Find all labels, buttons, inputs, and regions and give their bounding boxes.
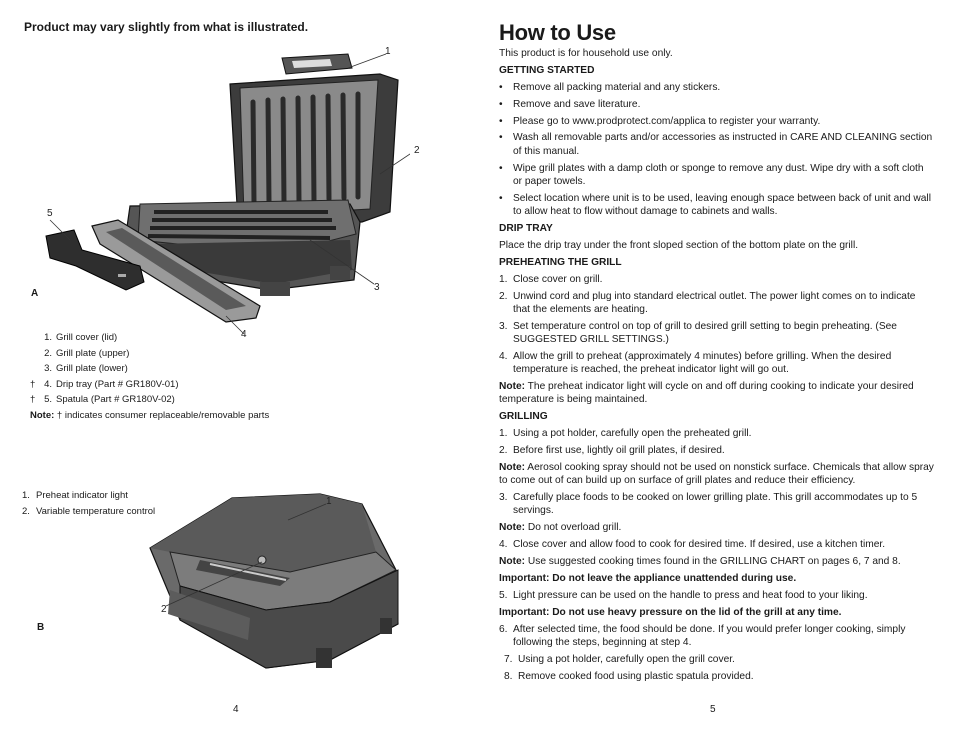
parts-list-item: †4.Drip tray (Part # GR180V-01) bbox=[30, 378, 179, 390]
list-item: 6.After selected time, the food should b… bbox=[499, 623, 906, 649]
figure-b-callout-1: 1 bbox=[326, 496, 332, 507]
grilling-note-aerosol: Note: Aerosol cooking spray should not b… bbox=[499, 462, 934, 487]
preheating-note: Note: The preheat indicator light will c… bbox=[499, 381, 914, 406]
section-heading-getting-started: GETTING STARTED bbox=[499, 64, 595, 76]
instructions-body: This product is for household use only. … bbox=[499, 47, 935, 687]
grilling-list: 1.Using a pot holder, carefully open the… bbox=[499, 427, 935, 457]
figure-a-callout-3: 3 bbox=[374, 282, 380, 293]
figure-a-callout-1: 1 bbox=[385, 46, 391, 57]
figure-a-letter: A bbox=[31, 288, 39, 299]
list-item: 2.Before first use, lightly oil grill pl… bbox=[499, 445, 725, 457]
figure-b-closed-grill bbox=[149, 493, 399, 669]
list-item: 1.Close cover on grill. bbox=[499, 273, 603, 285]
parts-list: 1.Grill cover (lid) 2.Grill plate (upper… bbox=[30, 330, 269, 423]
product-variation-note: Product may vary slightly from what is i… bbox=[24, 20, 309, 34]
list-item: 1.Using a pot holder, carefully open the… bbox=[499, 428, 752, 440]
page-number-right: 5 bbox=[710, 704, 716, 715]
controls-list-item: 2.Variable temperature control bbox=[22, 506, 156, 517]
important-unattended: Important: Do not leave the appliance un… bbox=[499, 573, 797, 585]
grilling-note-chart: Note: Use suggested cooking times found … bbox=[499, 556, 901, 568]
left-page: Product may vary slightly from what is i… bbox=[22, 20, 420, 715]
grilling-list-cont: 5.Light pressure can be used on the hand… bbox=[499, 589, 935, 602]
list-item: •Remove and save literature. bbox=[499, 98, 641, 110]
drip-tray-text: Place the drip tray under the front slop… bbox=[499, 239, 859, 251]
grilling-note-overload: Note: Do not overload grill. bbox=[499, 522, 622, 534]
list-item: •Please go to www.prodprotect.com/applic… bbox=[499, 115, 821, 127]
getting-started-list: •Remove all packing material and any sti… bbox=[499, 81, 935, 219]
right-page: How to Use This product is for household… bbox=[477, 0, 954, 738]
list-item: 5.Light pressure can be used on the hand… bbox=[499, 589, 868, 601]
controls-list-item: 1.Preheat indicator light bbox=[22, 490, 128, 501]
list-item: 4.Allow the grill to preheat (approximat… bbox=[499, 350, 892, 376]
list-item: 3.Carefully place foods to be cooked on … bbox=[499, 492, 918, 517]
parts-list-item: 3.Grill plate (lower) bbox=[44, 363, 128, 374]
list-item: 2.Unwind cord and plug into standard ele… bbox=[499, 290, 916, 315]
page-title: How to Use bbox=[499, 20, 616, 45]
figure-a-callout-4: 4 bbox=[241, 329, 247, 340]
parts-list-item: †5.Spatula (Part # GR180V-02) bbox=[30, 394, 175, 405]
figure-a-callout-2: 2 bbox=[414, 145, 420, 156]
list-item: 7.Using a pot holder, carefully open the… bbox=[504, 653, 735, 665]
controls-list: 1.Preheat indicator light 2.Variable tem… bbox=[22, 488, 155, 520]
page-number-left: 4 bbox=[233, 704, 239, 715]
list-item: •Wipe grill plates with a damp cloth or … bbox=[499, 162, 924, 187]
important-pressure: Important: Do not use heavy pressure on … bbox=[499, 606, 842, 618]
section-heading-grilling: GRILLING bbox=[499, 411, 548, 423]
list-item: 3.Set temperature control on top of gril… bbox=[499, 320, 897, 346]
grilling-list-cont: 3.Carefully place foods to be cooked on … bbox=[499, 491, 935, 518]
list-item: •Select location where unit is to be use… bbox=[499, 192, 931, 218]
figure-a-callout-5: 5 bbox=[47, 208, 53, 219]
list-item: 8.Remove cooked food using plastic spatu… bbox=[504, 670, 754, 682]
parts-list-item: 1.Grill cover (lid) bbox=[44, 332, 118, 343]
figure-a-open-grill bbox=[45, 53, 410, 335]
grilling-list-cont: 4.Close cover and allow food to cook for… bbox=[499, 538, 935, 551]
section-heading-preheating: PREHEATING THE GRILL bbox=[499, 256, 622, 268]
figure-b-callout-2: 2 bbox=[161, 604, 167, 615]
list-item: 4.Close cover and allow food to cook for… bbox=[499, 539, 886, 551]
section-heading-drip-tray: DRIP TRAY bbox=[499, 223, 553, 235]
intro-text: This product is for household use only. bbox=[499, 48, 673, 59]
list-item: •Wash all removable parts and/or accesso… bbox=[499, 132, 933, 157]
parts-list-item: 2.Grill plate (upper) bbox=[44, 347, 130, 359]
figure-b-letter: B bbox=[37, 622, 45, 633]
grilling-list-cont: 6.After selected time, the food should b… bbox=[499, 623, 935, 683]
list-item: •Remove all packing material and any sti… bbox=[499, 81, 721, 93]
preheating-list: 1.Close cover on grill. 2.Unwind cord an… bbox=[499, 273, 935, 377]
parts-note: Note: † indicates consumer replaceable/r… bbox=[30, 409, 270, 421]
